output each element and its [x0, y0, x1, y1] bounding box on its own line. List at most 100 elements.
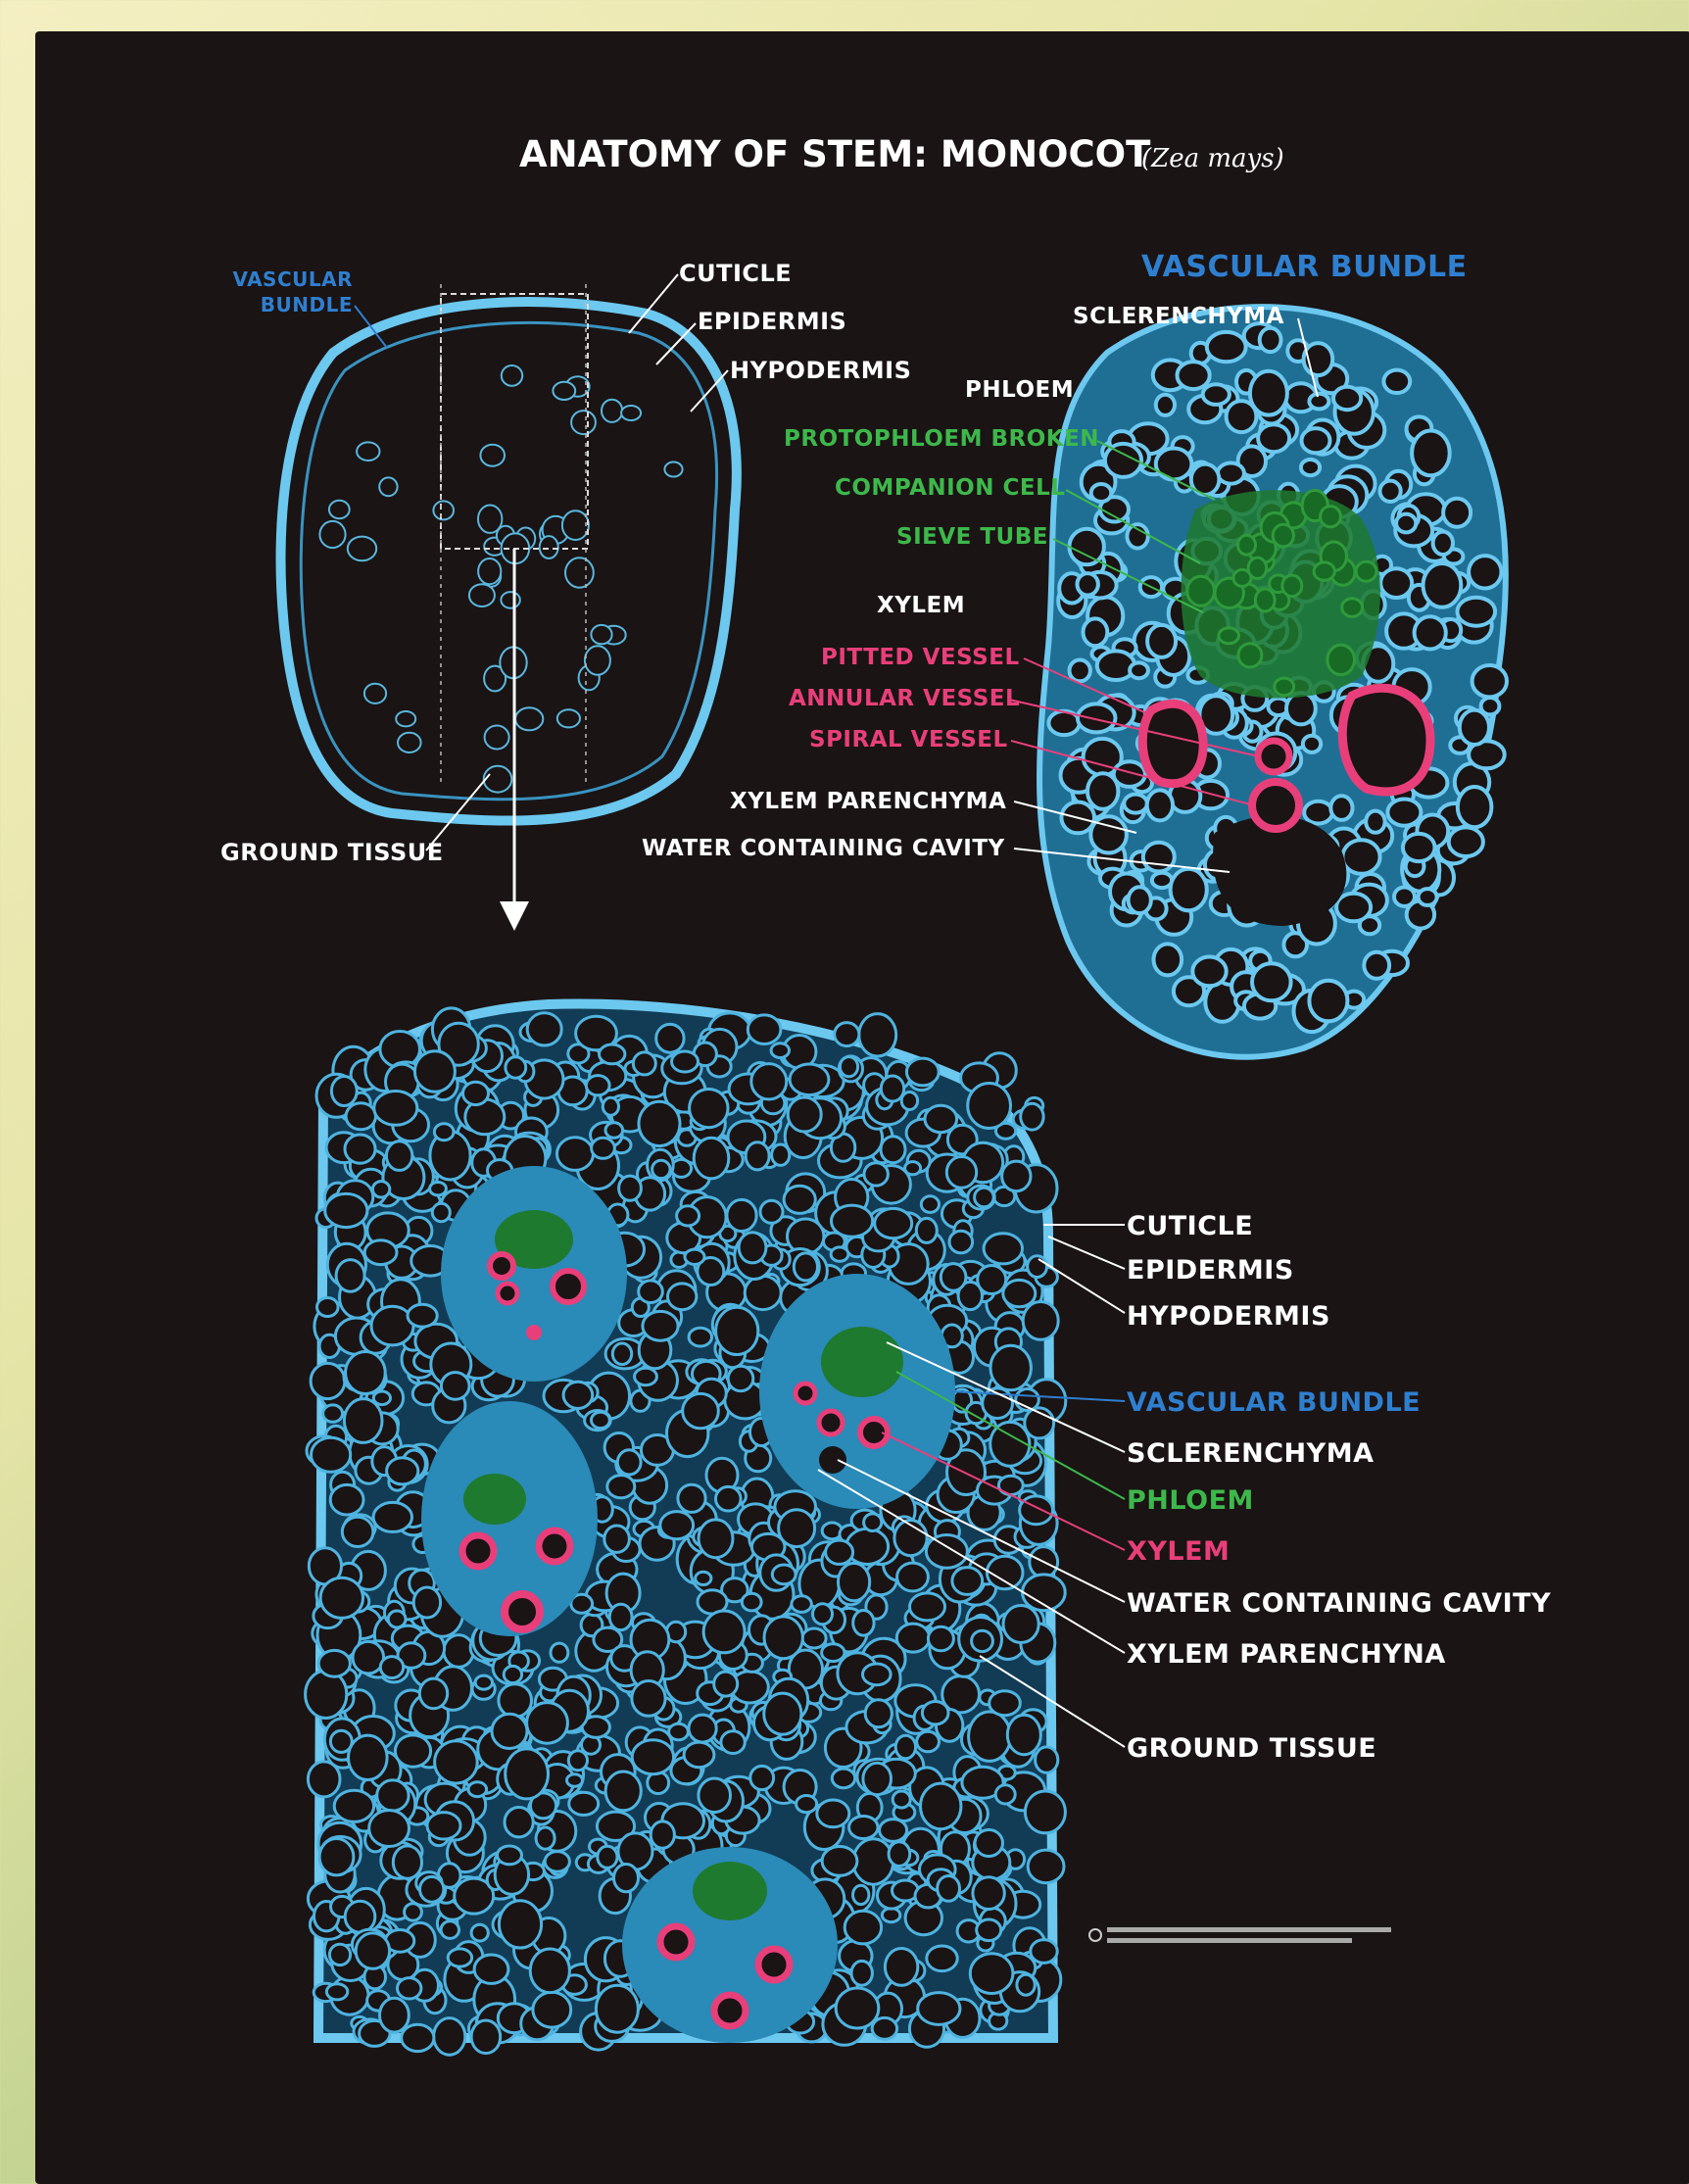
- cell: [764, 1693, 801, 1734]
- cell: [536, 1827, 555, 1849]
- cell: [1458, 787, 1492, 827]
- cell: [975, 1188, 994, 1207]
- cell: [356, 1933, 389, 1968]
- chart-title: ANATOMY OF STEM: MONOCOT: [519, 133, 1151, 175]
- cell: [433, 501, 454, 519]
- cell: [1028, 1256, 1047, 1278]
- cell: [553, 382, 575, 400]
- cell: [822, 1644, 844, 1662]
- cell: [633, 1052, 655, 1075]
- cell: [1130, 662, 1148, 678]
- cell: [1333, 387, 1361, 410]
- label-cuticle-left: CUTICLE: [679, 260, 792, 287]
- cell: [1124, 795, 1147, 813]
- enlarged-bundle-3: [421, 1401, 598, 1636]
- cell: [380, 1998, 410, 2032]
- cell: [527, 1013, 561, 1045]
- cell: [751, 1064, 787, 1099]
- cell: [1171, 869, 1207, 911]
- cell: [432, 1203, 450, 1221]
- cell: [881, 1137, 905, 1163]
- cell: [369, 1811, 410, 1847]
- cell: [1203, 384, 1230, 405]
- cell: [326, 1984, 347, 2000]
- cell: [344, 1399, 382, 1443]
- cell: [969, 1712, 1011, 1761]
- chart-subtitle-species: (Zea mays): [1141, 144, 1284, 173]
- cell: [742, 1593, 761, 1611]
- cell: [1403, 834, 1435, 861]
- cell: [817, 1800, 849, 1827]
- cell: [779, 1510, 815, 1547]
- cell: [849, 1817, 878, 1839]
- cell: [660, 1512, 694, 1539]
- cell: [475, 1675, 492, 1689]
- cell: [614, 1865, 639, 1892]
- cell: [387, 1458, 418, 1484]
- cell: [311, 1363, 345, 1398]
- cell: [1255, 589, 1275, 611]
- cell: [918, 1993, 960, 2025]
- cell: [380, 1657, 403, 1678]
- cell: [684, 1742, 714, 1768]
- cell: [1449, 827, 1483, 856]
- vascular-bundle-detail: [1039, 307, 1507, 1057]
- enlarged-bundle-2: [759, 1274, 955, 1509]
- cell: [398, 733, 421, 752]
- pitted-vessel-left: [1142, 704, 1203, 783]
- cell: [972, 1630, 993, 1651]
- cell: [1304, 801, 1332, 824]
- cell: [851, 1961, 872, 1985]
- cell: [853, 1839, 893, 1884]
- cell: [831, 1247, 848, 1261]
- cell: [1336, 894, 1371, 922]
- cell: [656, 1024, 684, 1052]
- cell: [941, 1264, 966, 1291]
- cell: [557, 709, 580, 727]
- cell: [1327, 645, 1355, 674]
- cell: [1394, 888, 1415, 906]
- cell: [586, 1076, 609, 1095]
- cell: [745, 1276, 781, 1309]
- cell: [863, 1763, 892, 1794]
- cell: [949, 1231, 973, 1253]
- cell: [826, 1540, 853, 1564]
- cell: [882, 1909, 899, 1922]
- cell: [822, 1847, 857, 1876]
- enlarged-stem-section: [306, 1003, 1066, 2055]
- cell: [463, 1082, 489, 1104]
- label-sclerenchyma-bottom: SCLERENCHYMA: [1127, 1438, 1374, 1469]
- cell: [420, 1876, 444, 1902]
- cell: [699, 1778, 731, 1813]
- cell: [419, 1678, 447, 1709]
- cell: [893, 1791, 910, 1808]
- cell: [323, 1405, 343, 1422]
- cell: [651, 1821, 674, 1848]
- cell: [1097, 651, 1134, 680]
- cell: [1380, 568, 1412, 598]
- cell: [639, 1101, 680, 1145]
- label-hypodermis-left: HYPODERMIS: [730, 357, 911, 384]
- cell: [398, 1978, 421, 1999]
- cell: [1003, 1280, 1036, 1306]
- cell: [1275, 678, 1294, 696]
- cell: [1025, 1791, 1065, 1833]
- cell: [643, 1311, 678, 1340]
- cell: [746, 1142, 769, 1170]
- enlarged-bundle-1: [441, 1166, 627, 1382]
- label-companion-cell: COMPANION CELL: [835, 475, 1065, 501]
- cell: [716, 1307, 758, 1354]
- cell: [1380, 481, 1401, 502]
- cell: [1078, 704, 1116, 732]
- cell: [796, 1796, 817, 1813]
- cell: [639, 1281, 663, 1303]
- cell: [607, 1476, 635, 1498]
- cell: [1469, 556, 1501, 588]
- cell: [632, 1681, 665, 1717]
- cell: [792, 1596, 811, 1613]
- cell: [563, 1382, 593, 1408]
- cell: [968, 1084, 1011, 1129]
- cell: [669, 1723, 689, 1740]
- cell: [492, 1714, 527, 1748]
- cell: [331, 1077, 357, 1106]
